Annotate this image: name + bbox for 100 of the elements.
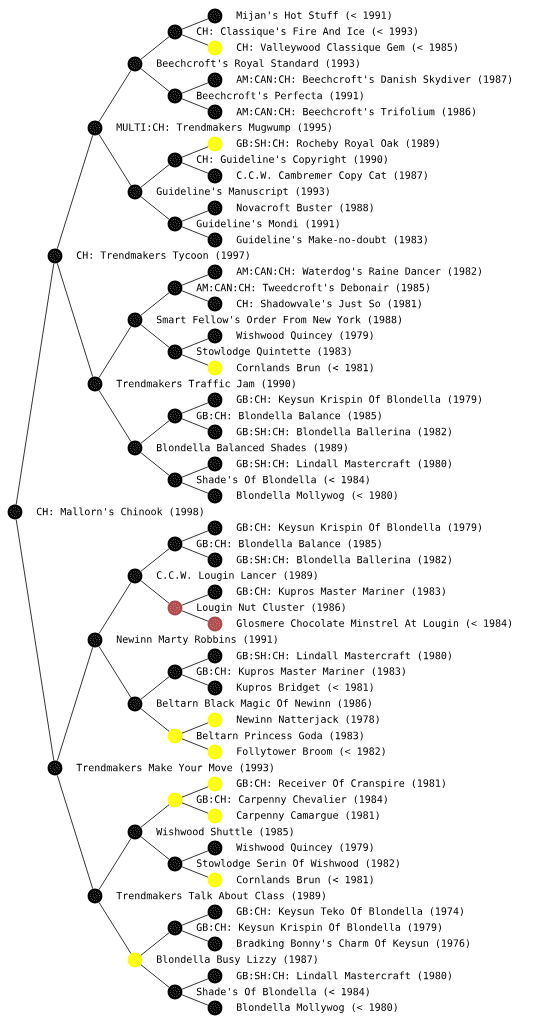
name-label: GB:CH: Carpenny Chevalier (1984) bbox=[196, 795, 387, 805]
name-label: Wishwood Quincey (1979) bbox=[236, 843, 373, 853]
connector-line bbox=[140, 420, 170, 444]
name-label: C.C.W. Cambremer Copy Cat (1987) bbox=[236, 171, 427, 181]
name-label: Beltarn Princess Goda (1983) bbox=[197, 731, 363, 741]
connector-line bbox=[140, 36, 170, 60]
name-label: AM:CAN:CH: Tweedcroft's Debonair (1985) bbox=[196, 283, 429, 293]
connector-line bbox=[181, 354, 209, 366]
connector-line bbox=[140, 580, 170, 604]
connector-line bbox=[56, 262, 94, 378]
circle-marker bbox=[167, 216, 183, 232]
connector-line bbox=[181, 162, 209, 174]
name-label: C.C.W. Lougin Lancer (1989) bbox=[156, 571, 317, 581]
circle-marker bbox=[87, 632, 103, 648]
connector-line bbox=[98, 70, 132, 122]
connector-line bbox=[140, 708, 170, 732]
name-label: GB:CH: Keysun Krispin Of Blondella (1979) bbox=[236, 395, 481, 405]
name-label: CH: Guideline's Copyright (1990) bbox=[196, 155, 387, 165]
connector-line bbox=[140, 196, 170, 220]
circle-marker bbox=[167, 88, 183, 104]
connector-line bbox=[98, 390, 132, 442]
name-label: Lougin Nut Cluster (1986) bbox=[197, 603, 345, 613]
name-label: GB:SH:CH: Lindall Mastercraft (1980) bbox=[236, 651, 451, 661]
connector-line bbox=[181, 610, 209, 622]
connector-line bbox=[181, 530, 209, 542]
connector-line bbox=[140, 452, 170, 476]
connector-line bbox=[98, 838, 132, 890]
connector-line bbox=[140, 932, 170, 956]
circle-marker bbox=[167, 600, 183, 616]
circle-marker bbox=[127, 312, 143, 328]
connector-line bbox=[181, 34, 209, 46]
name-label: Stowlodge Quintette (1983) bbox=[196, 347, 351, 357]
connector-line bbox=[181, 978, 209, 990]
circle-marker bbox=[167, 152, 183, 168]
connector-line bbox=[181, 274, 209, 286]
name-label: Trendmakers Traffic Jam (1990) bbox=[116, 379, 295, 389]
name-label: Beechcroft's Royal Standard (1993) bbox=[157, 59, 359, 69]
name-label: Trendmakers Make Your Move (1993) bbox=[76, 763, 273, 773]
connector-line bbox=[181, 546, 209, 558]
connector-line bbox=[181, 850, 209, 862]
connector-line bbox=[181, 994, 209, 1006]
name-label: Shade's Of Blondella (< 1984) bbox=[196, 475, 369, 485]
connector-line bbox=[140, 964, 170, 988]
connector-line bbox=[98, 646, 132, 698]
name-label: Guideline's Manuscript (1993) bbox=[156, 187, 329, 197]
circle-marker bbox=[167, 728, 183, 744]
name-label: Blondella Mollywog (< 1980) bbox=[237, 491, 397, 501]
connector-line bbox=[181, 722, 209, 734]
name-label: GB:CH: Keysun Krispin Of Blondella (1979) bbox=[236, 523, 481, 533]
circle-marker bbox=[127, 696, 143, 712]
connector-line bbox=[140, 548, 170, 572]
name-label: Kupros Bridget (< 1981) bbox=[236, 683, 373, 693]
name-label: CH: Classique's Fire And Ice (< 1993) bbox=[196, 27, 417, 37]
connector-line bbox=[56, 134, 94, 250]
name-label: GB:SH:CH: Lindall Mastercraft (1980) bbox=[236, 971, 451, 981]
name-label: Blondella Busy Lizzy (1987) bbox=[157, 955, 317, 965]
circle-marker bbox=[167, 472, 183, 488]
circle-marker bbox=[127, 184, 143, 200]
circle-marker bbox=[167, 984, 183, 1000]
name-label: Blondella Mollywog (< 1980) bbox=[237, 1003, 397, 1013]
connector-line bbox=[181, 98, 209, 110]
name-label: Mijan's Hot Stuff (< 1991) bbox=[236, 11, 391, 21]
name-label: Guideline's Make-no-doubt (1983) bbox=[236, 235, 427, 245]
circle-marker bbox=[7, 504, 23, 520]
circle-marker bbox=[167, 920, 183, 936]
name-label: Bradking Bonny's Charm Of Keysun (1976) bbox=[237, 939, 469, 949]
name-label: Beechcroft's Perfecta (1991) bbox=[197, 91, 363, 101]
name-label: Wishwood Shuttle (1985) bbox=[156, 827, 293, 837]
circle-marker bbox=[127, 568, 143, 584]
name-label: Stowlodge Serin Of Wishwood (1982) bbox=[196, 859, 399, 869]
connector-line bbox=[140, 164, 170, 188]
name-label: Carpenny Camargue (1981) bbox=[236, 811, 379, 821]
connector-line bbox=[181, 290, 209, 302]
connector-line bbox=[15, 519, 55, 761]
connector-line bbox=[98, 326, 132, 378]
connector-line bbox=[181, 786, 209, 798]
circle-marker bbox=[47, 248, 63, 264]
connector-line bbox=[181, 674, 209, 686]
connector-line bbox=[181, 594, 209, 606]
circle-marker bbox=[167, 792, 183, 808]
name-label: GB:CH: Kupros Master Mariner (1983) bbox=[236, 587, 445, 597]
circle-marker bbox=[87, 376, 103, 392]
name-label: Guideline's Mondi (1991) bbox=[196, 219, 339, 229]
name-label: Shade's Of Blondella (< 1984) bbox=[196, 987, 369, 997]
connector-line bbox=[181, 482, 209, 494]
name-label: AM:CAN:CH: Beechcroft's Trifolium (1986) bbox=[236, 107, 475, 117]
name-label: Trendmakers Talk About Class (1989) bbox=[116, 891, 325, 901]
name-label: AM:CAN:CH: Beechcroft's Danish Skydiver (1987) bbox=[236, 75, 512, 85]
connector-line bbox=[181, 226, 209, 238]
circle-marker bbox=[127, 440, 143, 456]
name-label: CH: Valleywood Classique Gem (< 1985) bbox=[236, 43, 457, 53]
name-label: CH: Mallorn's Chinook (1998) bbox=[36, 507, 203, 517]
name-label: MULTI:CH: Trendmakers Mugwump (1995) bbox=[116, 123, 331, 133]
name-label: Novacroft Buster (1988) bbox=[236, 203, 373, 213]
connector-line bbox=[181, 338, 209, 350]
connector-line bbox=[181, 210, 209, 222]
connector-line bbox=[140, 836, 170, 860]
name-label: Cornlands Brun (< 1981) bbox=[236, 363, 373, 373]
name-label: GB:CH: Blondella Balance (1985) bbox=[196, 411, 381, 421]
connector-line bbox=[181, 914, 209, 926]
